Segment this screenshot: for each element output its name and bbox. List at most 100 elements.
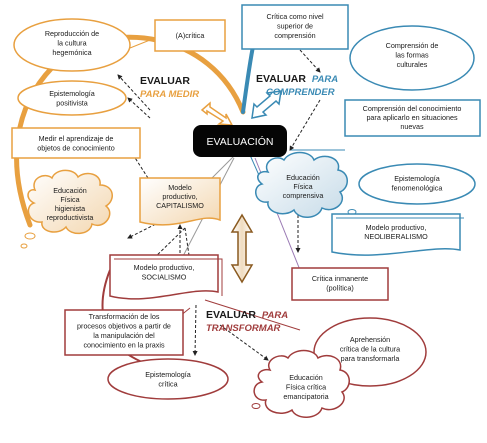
double-arrow-transformar xyxy=(230,213,254,284)
node-line: Medir el aprendizaje de xyxy=(39,134,114,143)
dashed-arrow xyxy=(299,49,321,73)
dashed-arrow xyxy=(127,97,151,119)
heading-medir-sub: PARA MEDIR xyxy=(140,89,199,100)
dashed-arrow xyxy=(117,74,151,111)
heading-medir-main: EVALUAR xyxy=(140,75,190,87)
node-comprension-conocimiento xyxy=(344,99,481,137)
heading-comprender-main: EVALUAR PARA xyxy=(256,73,338,85)
node-aprehension xyxy=(313,317,427,387)
node-line: crítica xyxy=(158,380,177,389)
dashed-arrow xyxy=(184,227,192,263)
node-inmanente xyxy=(291,267,389,301)
node-line: Epistemología xyxy=(145,370,191,379)
node-line: reproductivista xyxy=(47,213,94,222)
node-line: Física xyxy=(60,195,79,204)
node-line: Epistemología xyxy=(49,89,95,98)
center-label: EVALUACIÓN xyxy=(207,135,274,148)
node-line: emancipatoria xyxy=(283,392,328,401)
node-socialismo xyxy=(109,254,223,300)
node-line: Física crítica xyxy=(286,383,326,392)
node-higienista xyxy=(20,169,113,249)
node-positivista xyxy=(17,80,127,116)
node-critica-nivel xyxy=(241,4,349,50)
node-line: para transformarla xyxy=(341,354,400,363)
node-neoliberalismo xyxy=(331,213,464,256)
node-line: Epistemología xyxy=(394,174,440,183)
double-arrow-comprender xyxy=(251,90,282,119)
node-line: la cultura xyxy=(57,39,86,48)
heading-comprender-para: PARA xyxy=(312,74,338,85)
node-line: Comprensión de xyxy=(386,41,439,50)
node-line: higienista xyxy=(55,204,85,213)
node-line: positivista xyxy=(56,99,88,108)
node-line: NEOLIBERALISMO xyxy=(364,232,428,241)
node-comprensiva xyxy=(255,151,357,218)
heading-transformar-para: PARA xyxy=(262,310,288,321)
node-line: comprensiva xyxy=(283,191,324,200)
node-line: Transformación de los xyxy=(89,312,160,321)
node-line: Educación xyxy=(53,186,87,195)
node-line: objetos de conocimiento xyxy=(37,144,115,153)
center-box xyxy=(193,125,287,157)
node-line: comprensión xyxy=(274,31,315,40)
node-line: Comprensión del conocimiento xyxy=(363,104,462,113)
node-fenomenologica xyxy=(358,163,476,205)
node-line: Aprehensión xyxy=(350,335,390,344)
node-neoliberalismo-text: Modelo productivo,NEOLIBERALISMO xyxy=(364,223,428,241)
node-line: Física xyxy=(293,182,312,191)
node-transformacion xyxy=(64,309,184,356)
node-line: (política) xyxy=(326,284,354,293)
heading-transformar-main: EVALUAR PARA xyxy=(206,309,288,321)
double-arrow-medir xyxy=(200,101,234,126)
node-acritica xyxy=(154,19,226,52)
node-line: nuevas xyxy=(400,122,424,131)
node-formas xyxy=(349,25,475,91)
node-medir-aprendizaje xyxy=(11,127,141,159)
dashed-arrow xyxy=(192,304,198,356)
node-line: productivo, xyxy=(162,192,197,201)
node-line: fenomenológica xyxy=(392,184,443,193)
node-line: Reproducción de xyxy=(45,29,99,38)
node-line: conocimiento en la praxis xyxy=(83,341,165,350)
node-line: CAPITALISMO xyxy=(156,201,204,210)
dashed-arrow xyxy=(289,99,321,151)
heading-comprender-word: EVALUAR xyxy=(256,73,306,85)
heading-transformar-sub: TRANSFORMAR xyxy=(206,323,281,334)
connector xyxy=(204,299,301,331)
node-line: la manipulación del xyxy=(93,331,155,340)
node-line: crítica de la cultura xyxy=(340,345,400,354)
node-line: Modelo xyxy=(168,183,192,192)
node-capitalismo xyxy=(139,177,221,226)
node-line: Modelo productivo, xyxy=(366,223,427,232)
node-line: culturales xyxy=(397,60,428,69)
heading-comprender-sub: COMPRENDER xyxy=(266,87,335,98)
node-socialismo-text: Modelo productivo,SOCIALISMO xyxy=(134,263,195,282)
node-acritica-text: (A)crítica xyxy=(176,31,205,40)
node-line: Crítica inmanente xyxy=(312,274,368,283)
node-line: SOCIALISMO xyxy=(142,273,187,282)
connector xyxy=(129,37,156,49)
node-emancipatoria xyxy=(251,349,350,418)
node-line: procesos objetivos a partir de xyxy=(77,322,171,331)
node-line: Crítica como nivel xyxy=(266,12,324,21)
node-inmanente-text: Crítica inmanente(política) xyxy=(312,274,368,293)
node-line: para aplicarlo en situaciones xyxy=(366,113,458,122)
node-line: (A)crítica xyxy=(176,31,205,40)
node-line: Modelo productivo, xyxy=(134,263,195,272)
node-line: Educación xyxy=(286,173,320,182)
